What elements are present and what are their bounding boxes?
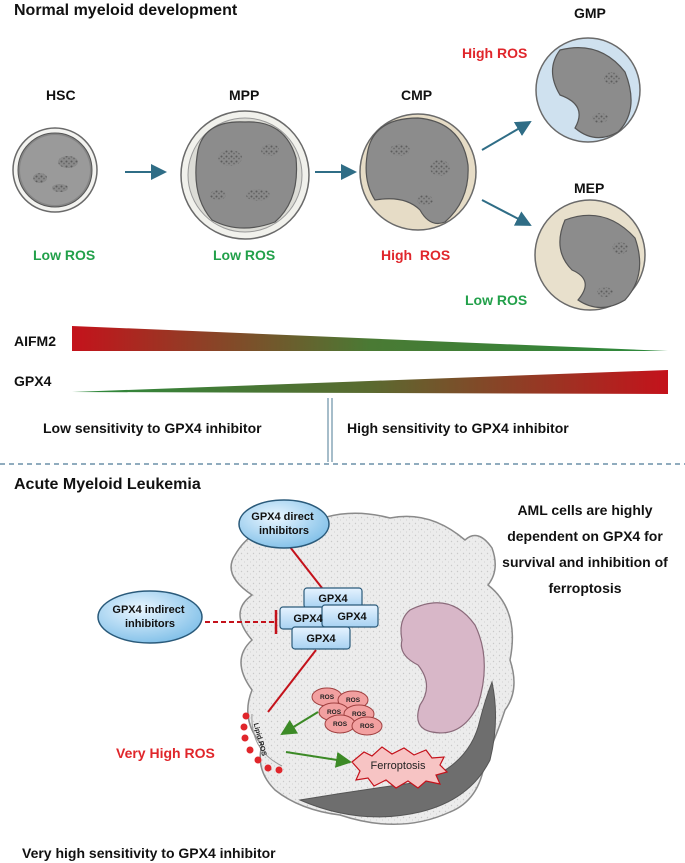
gpx4-lipid-inhibition-line xyxy=(267,649,317,713)
aml-description-line: ferroptosis xyxy=(548,580,622,596)
mep-cell xyxy=(534,199,646,311)
cmp-ros-label: High ROS xyxy=(381,247,451,263)
hsc-cell xyxy=(12,127,98,213)
hsc-ros-label: Low ROS xyxy=(33,247,96,263)
ros-to-lipid-arrow xyxy=(280,711,319,736)
gmp-ros-label: High ROS xyxy=(462,45,528,61)
cmp-cell xyxy=(359,113,477,231)
bottom-caption: Very high sensitivity to GPX4 inhibitor xyxy=(22,845,276,861)
gpx4-box-top-label: GPX4 xyxy=(318,593,348,605)
aml-description-line: dependent on GPX4 for xyxy=(507,528,663,544)
indirect-inhibitors-label: GPX4 indirect inhibitors xyxy=(112,604,187,630)
gpx4-box-bottom xyxy=(291,626,351,650)
aml-description-line: AML cells are highly xyxy=(517,502,653,518)
high-sensitivity-label: High sensitivity to GPX4 inhibitor xyxy=(347,420,569,436)
hsc-label: HSC xyxy=(46,87,76,103)
aml-description: AML cells are highly dependent on GPX4 f… xyxy=(490,497,680,601)
gpx4-box-bottom-label: GPX4 xyxy=(306,633,336,645)
direct-inhibitors-label: GPX4 direct inhibitors xyxy=(251,511,316,537)
very-high-ros-label: Very High ROS xyxy=(116,745,215,761)
arrow-cmp-to-mep xyxy=(481,199,532,226)
gpx4-gradient-wedge xyxy=(72,370,668,394)
lipid-membrane-curve xyxy=(251,713,283,767)
mep-ros-label: Low ROS xyxy=(465,292,528,308)
ros-label: ROS xyxy=(352,711,367,718)
cmp-label: CMP xyxy=(401,87,433,103)
gpx4-box-left-label: GPX4 xyxy=(293,613,323,625)
lipid-ros-beads xyxy=(240,712,283,774)
aifm2-gradient-wedge xyxy=(72,326,668,351)
ferroptosis-burst xyxy=(351,746,449,789)
direct-inhibition-line xyxy=(289,546,323,589)
ferroptosis-label: Ferroptosis xyxy=(370,760,426,772)
arrow-cmp-to-gmp xyxy=(481,120,532,151)
indirect-inhibitors-bubble xyxy=(97,590,203,644)
aifm2-label: AIFM2 xyxy=(14,333,56,349)
ros-label: ROS xyxy=(360,723,375,730)
gpx4-label: GPX4 xyxy=(14,373,52,389)
mpp-cell xyxy=(180,110,310,240)
ros-label: ROS xyxy=(320,694,335,701)
ros-label: ROS xyxy=(333,721,348,728)
ros-label: ROS xyxy=(327,709,342,716)
aml-description-line: survival and inhibition of xyxy=(502,554,668,570)
aml-title: Acute Myeloid Leukemia xyxy=(14,476,201,493)
mpp-ros-label: Low ROS xyxy=(213,247,276,263)
gpx4-box-right xyxy=(321,604,379,628)
aml-cell xyxy=(230,512,515,826)
low-sensitivity-label: Low sensitivity to GPX4 inhibitor xyxy=(43,420,262,436)
lipid-to-ferroptosis-arrow xyxy=(285,751,352,768)
mpp-label: MPP xyxy=(229,87,260,103)
gpx4-box-right-label: GPX4 xyxy=(337,611,367,623)
gmp-label: GMP xyxy=(574,5,606,21)
top-title: Normal myeloid development xyxy=(14,2,238,19)
mep-label: MEP xyxy=(574,180,605,196)
ros-label: ROS xyxy=(346,697,361,704)
direct-inhibitors-bubble xyxy=(238,499,330,549)
gmp-cell xyxy=(535,37,641,143)
ros-cluster xyxy=(311,687,383,736)
